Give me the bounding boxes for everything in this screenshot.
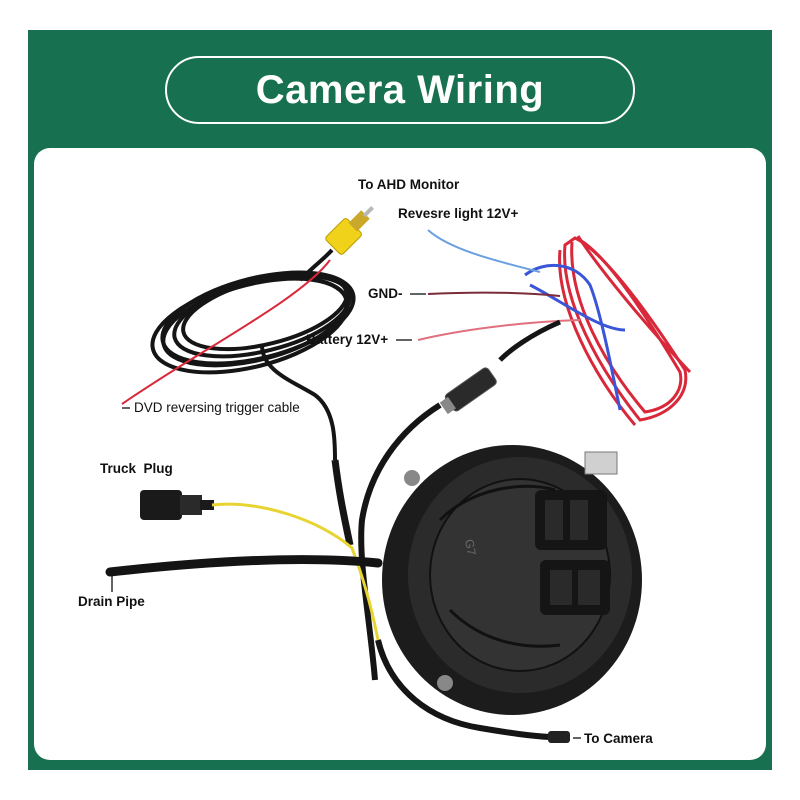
diagram-panel [34, 148, 766, 760]
page-title: Camera Wiring [255, 67, 545, 112]
label-drain-pipe: Drain Pipe [78, 594, 145, 609]
camera-output-cable [375, 639, 551, 740]
rca-lead [298, 248, 334, 282]
blue-wire-coil [524, 263, 622, 411]
reverse-light-wire [427, 229, 541, 273]
label-to-camera: To Camera [584, 731, 653, 746]
gnd-wire [427, 291, 561, 297]
label-truck-plug: Truck Plug [100, 461, 173, 476]
yellow-wire [211, 502, 380, 641]
label-battery: Battery 12V+ [306, 332, 389, 347]
drain-pipe [105, 555, 383, 577]
main-harness [498, 319, 561, 362]
label-dvd-trigger: DVD reversing trigger cable [134, 400, 300, 415]
title-banner: Camera Wiring [165, 56, 635, 124]
label-ahd-monitor: To AHD Monitor [358, 177, 460, 192]
camera-connector [548, 731, 570, 743]
label-gnd: GND- [368, 286, 403, 301]
camera-unit: G7 [382, 445, 642, 715]
camera-marking: G7 [462, 538, 479, 557]
trigger-wire [121, 259, 331, 405]
label-reverse-light: Revesre light 12V+ [398, 206, 519, 221]
black-cable-coil [150, 270, 356, 375]
aviation-connector [439, 367, 497, 415]
rca-connector [325, 206, 374, 255]
truck-plug [140, 490, 214, 520]
